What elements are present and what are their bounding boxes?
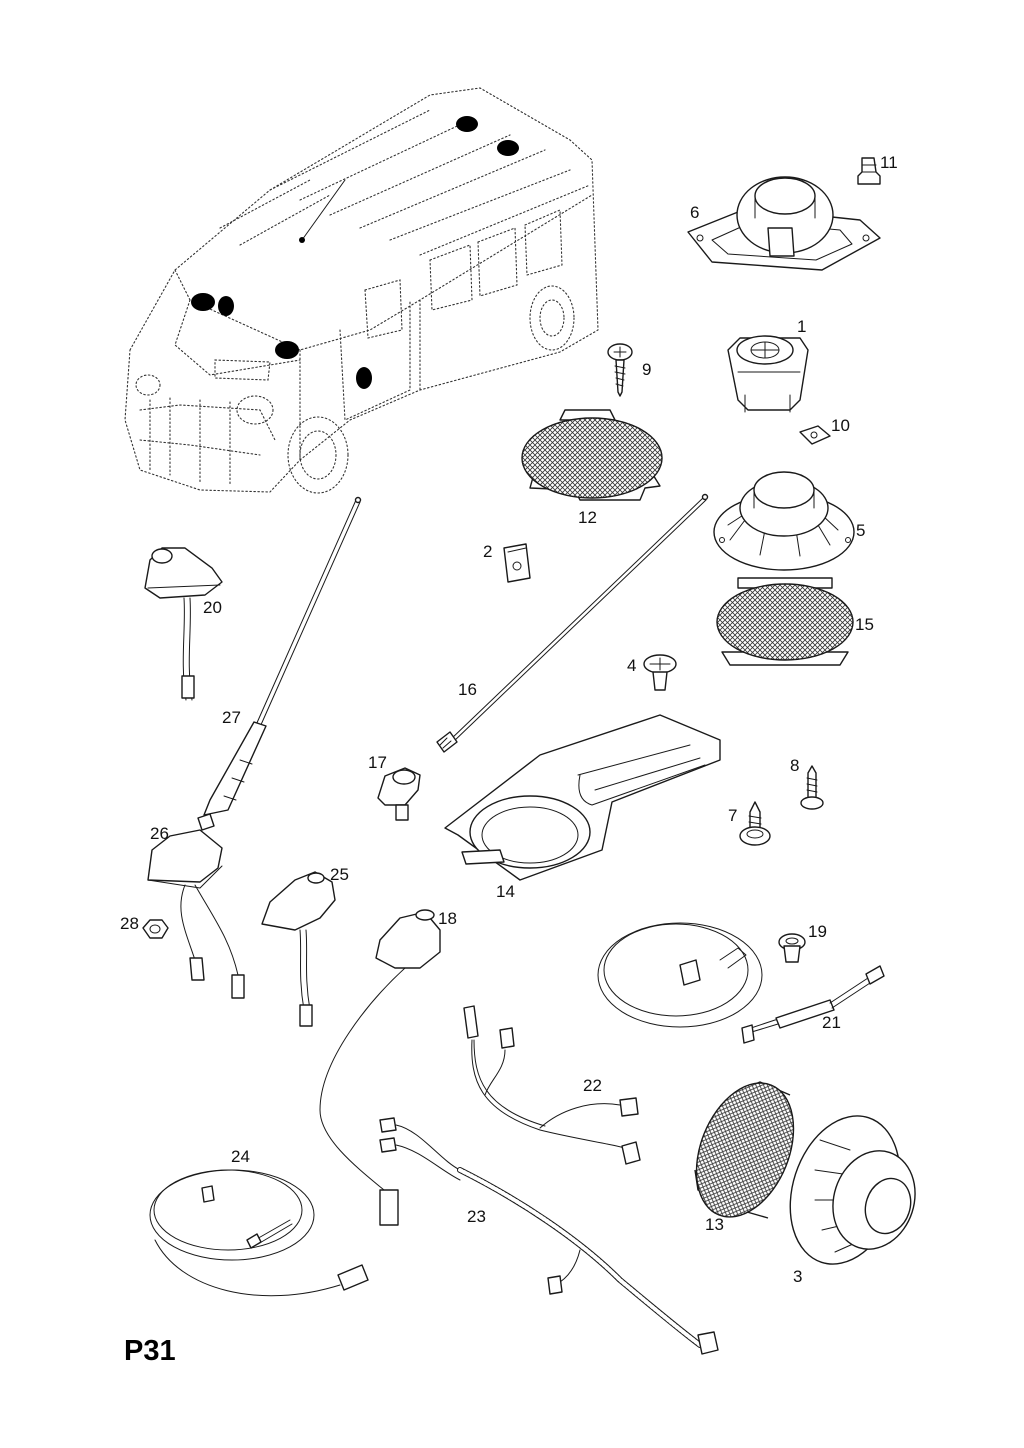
part-10-clip-nut (799, 425, 831, 445)
part-19-grommet (778, 933, 806, 963)
part-9-screw (607, 343, 633, 397)
callout-24: 24 (231, 1147, 250, 1166)
callout-12: 12 (578, 508, 597, 527)
callout-26: 26 (150, 824, 169, 843)
part-18-antenna-base (319, 909, 441, 1226)
callout-3: 3 (793, 1267, 802, 1286)
part-17-antenna-base (377, 767, 421, 821)
part-6-oval-speaker (687, 176, 881, 271)
callout-5: 5 (856, 521, 865, 540)
callout-18: 18 (438, 909, 457, 928)
part-16-rod-antenna (436, 493, 709, 753)
callout-14: 14 (496, 882, 515, 901)
callout-19: 19 (808, 922, 827, 941)
callout-9: 9 (642, 360, 651, 379)
callout-4: 4 (627, 656, 636, 675)
part-2-clip (503, 543, 531, 583)
part-26-antenna-base (147, 813, 245, 999)
callout-20: 20 (203, 598, 222, 617)
part-14-bracket-plate (444, 714, 721, 881)
part-5-round-speaker (713, 471, 855, 571)
callout-15: 15 (855, 615, 874, 634)
part-13-speaker-grille (694, 1081, 795, 1219)
callout-25: 25 (330, 865, 349, 884)
callout-23: 23 (467, 1207, 486, 1226)
part-25-antenna-base (261, 871, 336, 1027)
part-23-loom-harness (379, 1117, 719, 1355)
callout-13: 13 (705, 1215, 724, 1234)
callout-10: 10 (831, 416, 850, 435)
callout-28: 28 (120, 914, 139, 933)
callout-11: 11 (880, 153, 898, 172)
part-20-roof-antenna (144, 547, 223, 701)
callout-16: 16 (458, 680, 477, 699)
part-28-nut (142, 919, 169, 939)
part-7-screw (739, 801, 771, 846)
callout-6: 6 (690, 203, 699, 222)
part-15-speaker-grille (716, 577, 854, 666)
part-4-push-clip (643, 654, 677, 691)
callout-17: 17 (368, 753, 387, 772)
part-3-speaker-angled (789, 1115, 916, 1265)
part-21-antenna-cable (597, 922, 885, 1044)
part-12-speaker-grille (521, 409, 663, 501)
part-22-wiring-harness (463, 1005, 641, 1165)
callout-7: 7 (728, 806, 737, 825)
part-1-tweeter (727, 335, 809, 413)
vehicle-outline (124, 87, 599, 494)
callout-1: 1 (797, 317, 806, 336)
part-8-screw (800, 765, 824, 810)
part-27-mast-antenna (203, 496, 362, 816)
callout-8: 8 (790, 756, 799, 775)
page-code: P31 (124, 1335, 176, 1367)
callout-27: 27 (222, 708, 241, 727)
callout-2: 2 (483, 542, 492, 561)
callout-21: 21 (822, 1013, 841, 1032)
callout-22: 22 (583, 1076, 602, 1095)
callout-labels: 1 2 3 4 5 6 7 8 9 10 11 12 13 14 15 16 1… (120, 153, 898, 1286)
part-24-coax-cable (149, 1169, 369, 1297)
part-11-clip (857, 157, 881, 185)
